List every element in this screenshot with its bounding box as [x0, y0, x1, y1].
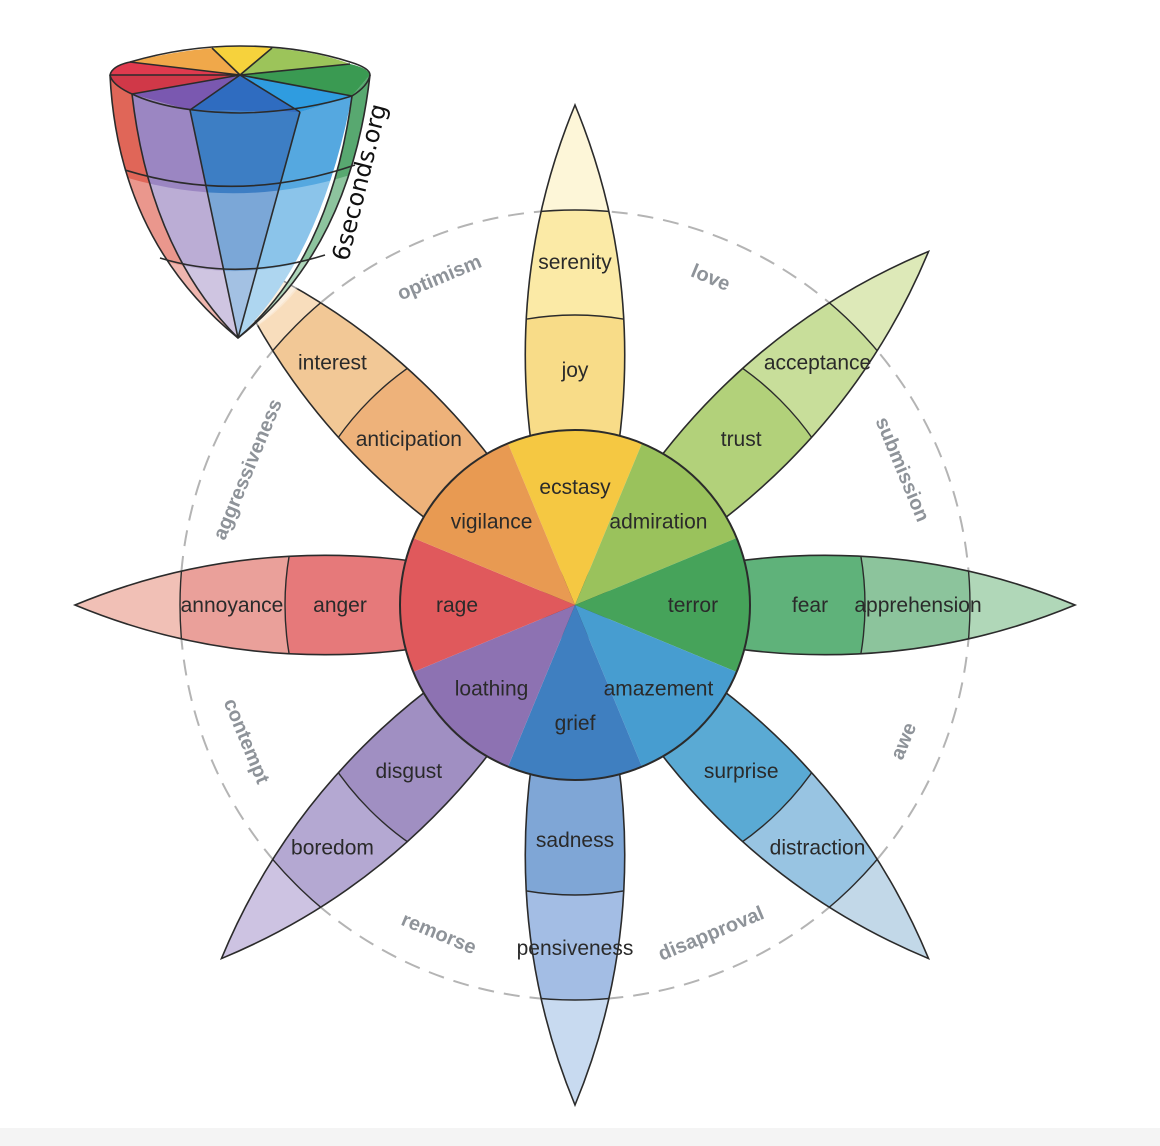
emotion-label-basic: anticipation: [356, 428, 462, 451]
emotion-label-mild: boredom: [291, 837, 374, 860]
emotion-label-intense: loathing: [455, 677, 529, 700]
emotion-label-intense: vigilance: [451, 511, 533, 534]
dyad-label: disapproval: [655, 902, 767, 965]
dyad-label: submission: [871, 414, 934, 525]
center-wedge-fear: [575, 538, 750, 672]
emotion-label-basic: fear: [792, 594, 828, 617]
emotion-label-intense: amazement: [604, 677, 714, 700]
petal-band-basic-trust: [575, 315, 865, 606]
cone-band-blue: [190, 110, 300, 338]
emotion-labels-layer: ecstasy joy serenity admiration trust accepta…: [181, 251, 982, 960]
center-circle: [399, 429, 751, 781]
dyad-label: aggressiveness: [209, 396, 287, 543]
emotion-label-intense: admiration: [609, 511, 707, 534]
center-wedge-trust: [575, 443, 737, 605]
emotion-label-mild: acceptance: [764, 351, 871, 374]
emotion-label-basic: trust: [721, 428, 762, 451]
petal-band-basic-surprise: [575, 605, 865, 895]
emotion-label-intense: grief: [555, 712, 596, 735]
cone-3d-model: [109, 45, 371, 340]
center-wedge-anger: [399, 538, 575, 672]
dyad-label: contempt: [219, 695, 274, 787]
emotion-label-intense: ecstasy: [539, 476, 611, 499]
emotion-label-basic: joy: [561, 359, 589, 382]
center-wedge-anticipation: [413, 443, 575, 605]
dyad-label: remorse: [398, 909, 479, 960]
cone-tip-zone: [168, 258, 318, 338]
dyad-label: optimism: [394, 251, 485, 305]
emotion-label-mild: distraction: [770, 837, 866, 860]
cone-top-front-red: [110, 75, 240, 94]
emotion-label-basic: disgust: [376, 760, 443, 783]
emotion-label-basic: anger: [313, 594, 367, 617]
emotion-label-intense: terror: [668, 594, 718, 617]
cone-lower-zone: [128, 175, 350, 338]
emotion-label-basic: surprise: [704, 760, 779, 783]
emotion-label-mild: pensiveness: [517, 937, 634, 960]
cone-band-green: [238, 75, 370, 338]
emotion-label-mild: apprehension: [854, 594, 981, 617]
dyad-label: love: [688, 260, 733, 296]
cone-top-front-purple: [132, 75, 240, 110]
cone-top-lightgreen: [240, 48, 350, 75]
emotion-label-basic: sadness: [536, 829, 614, 852]
dyad-label: awe: [887, 720, 922, 763]
footer-strip: [0, 1128, 1160, 1146]
center-wedge-joy: [508, 429, 642, 605]
emotion-label-mild: interest: [298, 351, 367, 374]
petal-band-basic-disgust: [285, 605, 576, 895]
cone-band-lightblue: [238, 96, 352, 338]
center-wedge-disgust: [413, 605, 575, 767]
cone-top-front-blue: [190, 75, 300, 112]
emotion-label-mild: annoyance: [181, 594, 284, 617]
center-wedge-surprise: [575, 605, 737, 767]
cone-top-orange: [130, 48, 240, 75]
cone-band-purple: [132, 94, 238, 338]
center-wedge-sadness: [508, 605, 642, 780]
emotion-label-intense: rage: [436, 594, 478, 617]
cone-top-yellow: [212, 46, 272, 75]
emotion-label-mild: serenity: [538, 251, 612, 274]
center-circle-layer: [399, 429, 751, 781]
